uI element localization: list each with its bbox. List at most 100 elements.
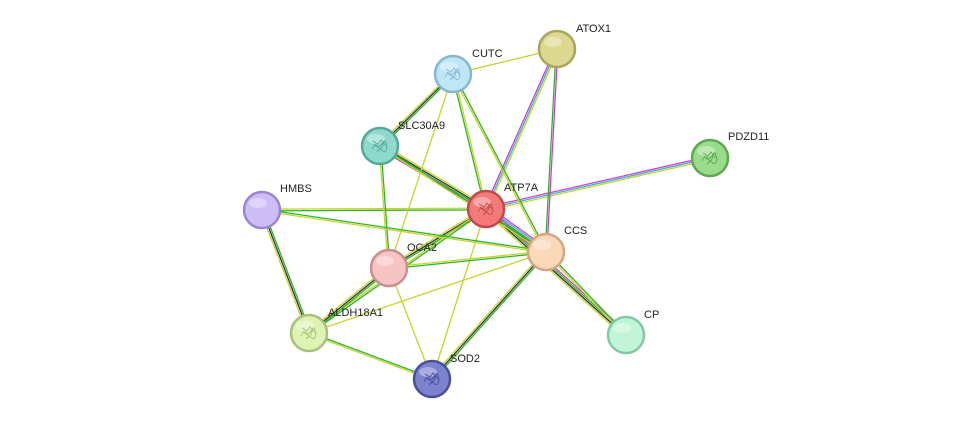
- node-highlight: [296, 321, 314, 331]
- edge-aldh18a1-sod2: [308, 331, 433, 381]
- node-label-atp7a: ATP7A: [504, 182, 539, 194]
- edge-ccs-oca2: [388, 250, 547, 270]
- node-label-slc30a9: SLC30A9: [398, 120, 445, 132]
- node-label-aldh18a1: ALDH18A1: [328, 307, 383, 319]
- edge-evidence-line: [431, 208, 487, 380]
- edge-hmbs-ccs: [261, 208, 547, 254]
- edge-evidence-line: [380, 145, 391, 268]
- edge-evidence-line: [453, 73, 548, 252]
- edge-evidence-line: [378, 146, 389, 269]
- edge-cutc-ccs: [451, 73, 548, 253]
- edge-atp7a-pdzd11: [485, 155, 711, 212]
- node-highlight: [697, 146, 715, 156]
- edge-oca2-sod2: [388, 267, 433, 380]
- node-label-pdzd11: PDZD11: [728, 131, 769, 143]
- node-highlight: [544, 37, 562, 47]
- node-highlight: [473, 197, 491, 207]
- edge-atp7a-hmbs: [261, 207, 487, 212]
- protein-structure-icon: [477, 202, 494, 216]
- edge-evidence-line: [485, 155, 710, 208]
- edge-evidence-line: [430, 250, 546, 379]
- edge-evidence-line: [389, 252, 547, 270]
- edge-evidence-line: [451, 74, 486, 210]
- node-label-cutc: CUTC: [472, 48, 503, 60]
- edge-evidence-line: [309, 331, 433, 379]
- edge-evidence-line: [380, 144, 487, 209]
- node-label-sod2: SOD2: [450, 353, 480, 365]
- protein-structure-icon: [701, 151, 718, 165]
- protein-structure-icon: [423, 372, 440, 386]
- protein-structure-icon: [371, 139, 388, 153]
- edge-evidence-line: [261, 207, 486, 210]
- edge-evidence-line: [388, 267, 433, 380]
- edge-evidence-line: [262, 208, 547, 252]
- edge-atox1-ccs: [544, 48, 559, 253]
- node-circle[interactable]: [242, 190, 282, 230]
- node-aldh18a1[interactable]: ALDH18A1: [289, 307, 383, 353]
- edge-evidence-line: [453, 73, 488, 209]
- node-cutc[interactable]: CUTC: [433, 48, 503, 94]
- edge-slc30a9-oca2: [378, 145, 391, 269]
- node-label-atox1: ATOX1: [576, 23, 611, 35]
- edge-hmbs-aldh18a1: [259, 209, 312, 334]
- edge-evidence-line: [261, 210, 546, 254]
- edge-atp7a-atox1: [483, 48, 560, 210]
- edge-evidence-line: [380, 143, 488, 208]
- node-pdzd11[interactable]: PDZD11: [690, 131, 769, 178]
- node-highlight: [249, 198, 267, 208]
- node-highlight: [367, 134, 385, 144]
- edge-evidence-line: [262, 209, 312, 333]
- node-oca2[interactable]: OCA2: [369, 242, 437, 288]
- protein-structure-icon: [444, 67, 461, 81]
- edge-evidence-line: [388, 250, 546, 268]
- edge-evidence-line: [308, 251, 547, 334]
- node-label-oca2: OCA2: [407, 242, 437, 254]
- node-circle[interactable]: [369, 248, 409, 288]
- edge-atp7a-sod2: [431, 208, 487, 380]
- edge-slc30a9-ccs: [379, 144, 547, 254]
- edge-evidence-line: [484, 209, 626, 337]
- node-atox1[interactable]: ATOX1: [537, 23, 611, 69]
- node-atp7a[interactable]: ATP7A: [466, 182, 539, 229]
- node-circle[interactable]: [606, 315, 646, 355]
- node-cp[interactable]: CP: [606, 309, 659, 355]
- node-highlight: [419, 367, 437, 377]
- edge-evidence-line: [483, 48, 557, 209]
- edge-evidence-line: [259, 210, 309, 334]
- edge-evidence-line: [544, 48, 557, 252]
- edge-ccs-sod2: [430, 250, 548, 381]
- node-highlight: [440, 62, 458, 72]
- node-label-hmbs: HMBS: [280, 183, 312, 195]
- protein-structure-icon: [300, 326, 317, 340]
- edge-evidence-line: [485, 157, 711, 210]
- node-label-cp: CP: [644, 309, 659, 321]
- edge-layer: [259, 48, 711, 381]
- edge-evidence-line: [261, 209, 310, 334]
- edge-evidence-line: [451, 74, 546, 253]
- node-hmbs[interactable]: HMBS: [242, 183, 312, 230]
- edge-evidence-line: [380, 144, 547, 252]
- node-highlight: [533, 240, 551, 250]
- edge-evidence-line: [486, 49, 560, 210]
- node-circle[interactable]: [537, 29, 577, 69]
- edge-evidence-line: [431, 251, 547, 380]
- node-slc30a9[interactable]: SLC30A9: [360, 120, 445, 166]
- edge-evidence-line: [486, 159, 711, 212]
- edge-evidence-line: [308, 333, 432, 381]
- edge-ccs-aldh18a1: [308, 251, 547, 334]
- edge-evidence-line: [432, 252, 548, 381]
- node-label-ccs: CCS: [564, 225, 587, 237]
- edge-atp7a-cutc: [451, 73, 488, 210]
- node-sod2[interactable]: SOD2: [412, 353, 480, 399]
- node-highlight: [613, 323, 631, 333]
- edge-evidence-line: [546, 49, 559, 253]
- edge-evidence-line: [379, 146, 546, 254]
- edge-evidence-line: [485, 48, 558, 210]
- node-circle[interactable]: [526, 232, 566, 272]
- edge-evidence-line: [483, 210, 625, 338]
- node-highlight: [376, 256, 394, 266]
- node-ccs[interactable]: CCS: [526, 225, 587, 272]
- edge-evidence-line: [262, 209, 487, 212]
